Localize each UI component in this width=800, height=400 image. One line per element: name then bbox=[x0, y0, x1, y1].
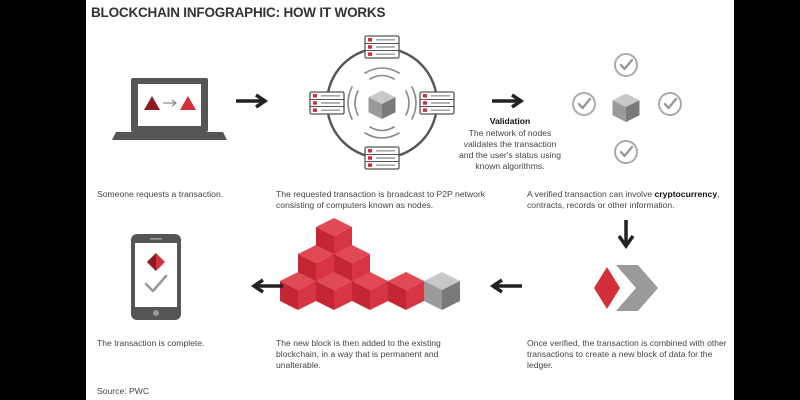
arrow-left-icon bbox=[252, 278, 285, 294]
red-gray-block-icon bbox=[594, 265, 658, 311]
infographic-page: BLOCKCHAIN INFOGRAPHIC: HOW IT WORKS bbox=[86, 0, 734, 400]
blockchain-cubes-icon bbox=[280, 218, 460, 310]
step-added-caption: The new block is then added to the exist… bbox=[276, 338, 441, 370]
server-icon bbox=[364, 35, 400, 59]
server-icon bbox=[364, 146, 400, 170]
diagram-canvas bbox=[112, 35, 683, 320]
dark-red-triangle-icon bbox=[144, 96, 160, 110]
checkmark-icon bbox=[613, 52, 639, 78]
smartphone-icon bbox=[131, 234, 181, 320]
checkmark-icon bbox=[571, 91, 597, 117]
wifi-signal-icon bbox=[347, 67, 417, 139]
arrow-down-icon bbox=[617, 220, 635, 250]
step-broadcast-caption: The requested transaction is broadcast t… bbox=[276, 189, 486, 210]
step-request-caption: Someone requests a transaction. bbox=[97, 189, 224, 199]
arrow-right-icon bbox=[234, 93, 267, 109]
verified-text-prefix: A verified transaction can involve bbox=[527, 189, 655, 199]
cube-icon bbox=[368, 90, 396, 119]
server-icon bbox=[309, 91, 345, 115]
verified-text-highlight: cryptocurrency bbox=[654, 189, 718, 199]
page-title: BLOCKCHAIN INFOGRAPHIC: HOW IT WORKS bbox=[91, 5, 386, 20]
verified-checks-diagram bbox=[571, 52, 683, 165]
validation-heading: Validation bbox=[489, 116, 531, 126]
step-verified-caption: A verified transaction can involve crypt… bbox=[527, 189, 732, 211]
validation-text: The network of nodes validates the trans… bbox=[459, 128, 561, 171]
source-credit: Source: PWC bbox=[97, 386, 150, 396]
arrow-left-icon bbox=[491, 278, 524, 294]
step-complete-caption: The transaction is complete. bbox=[97, 338, 205, 348]
checkmark-icon bbox=[144, 274, 168, 293]
cube-icon bbox=[612, 93, 640, 122]
arrow-right-icon bbox=[490, 93, 523, 109]
server-icon bbox=[419, 91, 455, 115]
red-triangle-icon bbox=[180, 96, 196, 110]
verified-text-suffix: , contracts, records or other informatio… bbox=[527, 189, 720, 210]
laptop-icon bbox=[112, 78, 227, 140]
validation-caption: Validation The network of nodes validate… bbox=[458, 116, 562, 172]
node-network-diagram bbox=[309, 35, 455, 170]
checkmark-icon bbox=[657, 91, 683, 117]
step-combined-caption: Once verified, the transaction is combin… bbox=[527, 338, 727, 370]
checkmark-icon bbox=[613, 139, 639, 165]
